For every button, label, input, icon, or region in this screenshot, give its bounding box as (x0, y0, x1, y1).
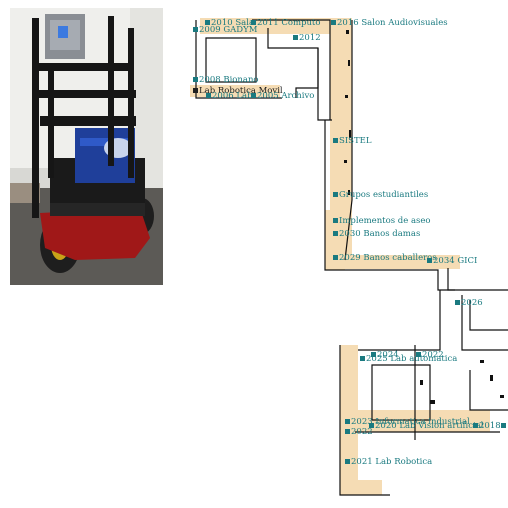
room-label-2029: 2029 Banos caballeros (333, 253, 437, 263)
room-label-2006: 2006 Lab (206, 91, 253, 101)
room-label-2034: 2034 GICI (427, 256, 477, 266)
room-marker-icon (501, 423, 506, 428)
room-label-2018: 2018 (473, 421, 501, 431)
room-label-2026: 2026 (455, 298, 483, 308)
room-marker-icon (345, 459, 350, 464)
room-marker-icon (333, 255, 338, 260)
room-marker-icon (473, 423, 478, 428)
room-marker-icon (371, 352, 376, 357)
room-marker-icon (369, 423, 374, 428)
room-label-2022-upper: 2022 (416, 350, 444, 360)
robot-photo (10, 8, 163, 285)
room-label-lab-robotica-movil: Lab Robotica Movil (193, 86, 283, 96)
room-marker-icon (251, 20, 256, 25)
room-marker-icon (206, 93, 211, 98)
room-marker-icon (345, 429, 350, 434)
corridor-shading (190, 18, 490, 495)
room-label-implementos: Implementos de aseo (333, 216, 431, 226)
room-label-2023: 2023 Informatica industrial (345, 417, 470, 427)
room-label-2010: 2010 Sala (205, 18, 254, 28)
room-marker-icon (331, 20, 336, 25)
room-marker-icon (193, 77, 198, 82)
room-marker-icon (333, 138, 338, 143)
room-label-2022-lower: 2022 (345, 427, 373, 437)
room-marker-icon (416, 352, 421, 357)
room-label-2011: 2011 Computo (251, 18, 320, 28)
room-marker-icon (360, 356, 365, 361)
room-marker-icon (293, 35, 298, 40)
wall-noise (344, 30, 504, 404)
room-marker-icon (333, 231, 338, 236)
room-marker-icon (251, 93, 256, 98)
room-marker-icon (455, 300, 460, 305)
robot-marker-icon (193, 88, 198, 93)
edge-marker (501, 421, 507, 431)
room-label-2020: 2020 Lab Vision artificial (369, 421, 483, 431)
floor-walls (195, 19, 508, 496)
room-marker-icon (345, 419, 350, 424)
room-label-2008: 2008 Bionano (193, 75, 259, 85)
room-label-2012: 2012 (293, 33, 321, 43)
room-marker-icon (427, 258, 432, 263)
room-marker-icon (333, 192, 338, 197)
room-label-2009: 2009 GADYM (193, 25, 257, 35)
room-label-2016: 2016 Salon Audiovisuales (331, 18, 448, 28)
room-label-2021: 2021 Lab Robotica (345, 457, 432, 467)
room-marker-icon (333, 218, 338, 223)
room-marker-icon (193, 27, 198, 32)
room-label-2025: 2025 Lab automatica (360, 354, 457, 364)
room-marker-icon (205, 20, 210, 25)
room-label-sistel: SISTEL (333, 136, 372, 146)
room-label-grupos: Grupos estudiantiles (333, 190, 428, 200)
room-label-2030: 2030 Banos damas (333, 229, 420, 239)
room-label-2005: 2005 Archivo (251, 91, 314, 101)
room-label-2024: 2024 (371, 350, 399, 360)
